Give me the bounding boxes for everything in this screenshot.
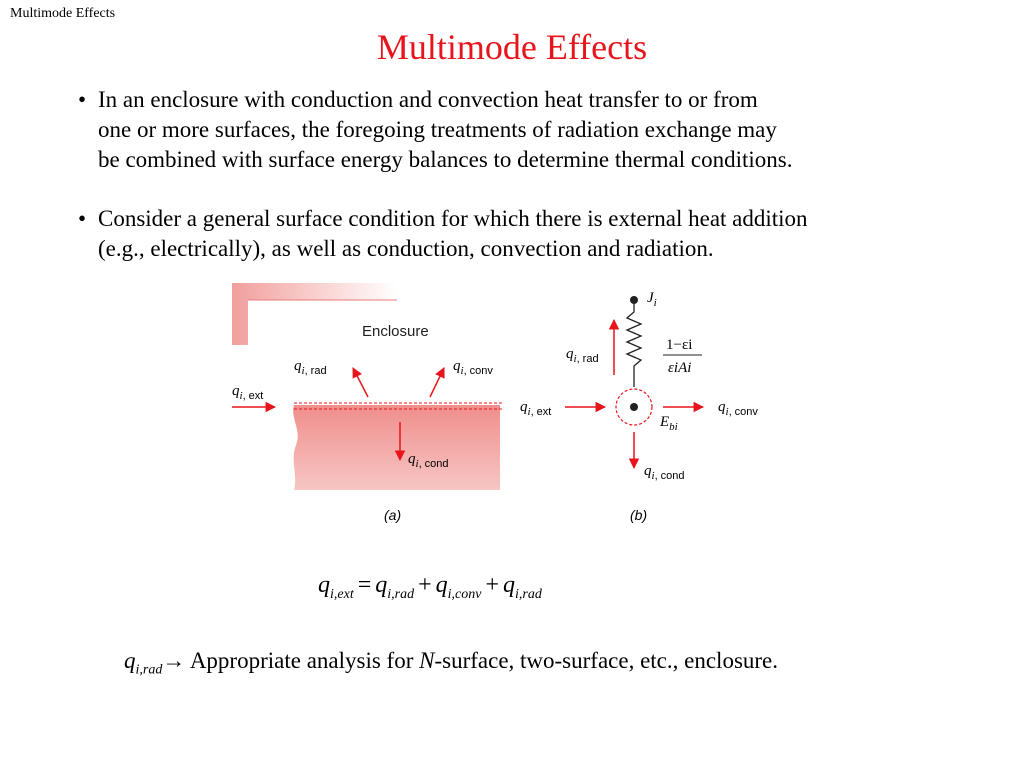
enclosure-label: Enclosure xyxy=(362,323,429,340)
surface-slab xyxy=(293,405,500,490)
arrow-q-conv-a xyxy=(429,367,445,398)
bullet-1: • In an enclosure with conduction and co… xyxy=(78,85,792,175)
panel-a: Enclosure qi, rad qi, conv qi, ext qi, c… xyxy=(232,283,502,523)
bullet-1-line-1: In an enclosure with conduction and conv… xyxy=(98,87,758,112)
slide-title: Multimode Effects xyxy=(376,27,648,67)
bullet-2-line-1: Consider a general surface condition for… xyxy=(98,206,808,231)
caption-a: (a) xyxy=(384,507,401,523)
label-q-conv-b: qi, conv xyxy=(718,399,758,418)
note-sub: i,rad xyxy=(135,662,163,678)
note-N: N xyxy=(419,648,435,673)
label-resistance-num: 1−εi xyxy=(666,337,692,353)
caption-b: (b) xyxy=(630,507,647,523)
eq-t3-sub: i,rad xyxy=(515,586,542,602)
label-J: Ji xyxy=(647,290,657,309)
analysis-note: qi,rad→ Appropriate analysis for N-surfa… xyxy=(124,648,778,679)
eq-t3-sym: q xyxy=(503,572,516,598)
enclosure-wall xyxy=(232,283,397,345)
label-q-ext-b: qi, ext xyxy=(520,399,551,418)
bullet-1-line-3: be combined with surface energy balances… xyxy=(98,147,793,172)
node-E xyxy=(630,403,638,411)
arrow-q-rad-a xyxy=(352,367,369,398)
label-q-ext-a: qi, ext xyxy=(232,383,263,402)
label-q-cond-b: qi, cond xyxy=(644,463,685,482)
note-text-after: -surface, two-surface, etc., enclosure. xyxy=(434,648,779,673)
eq-t2-sym: q xyxy=(435,572,448,598)
bullet-2: • Consider a general surface condition f… xyxy=(78,204,808,264)
eq-equals: = xyxy=(357,572,372,598)
eq-plus-1: + xyxy=(418,572,432,598)
note-arrow: → xyxy=(162,648,186,673)
panel-b: Ji 1−εi εiAi qi, rad qi, ext qi, conv Eb… xyxy=(520,290,758,523)
bullet-symbol: • xyxy=(78,87,87,112)
node-E-boundary xyxy=(615,388,653,426)
label-q-conv-a: qi, conv xyxy=(453,358,493,377)
note-text-before: Appropriate analysis for xyxy=(185,648,420,673)
eq-t1-sym: q xyxy=(375,572,388,598)
label-q-rad-b: qi, rad xyxy=(566,346,599,365)
label-E: Ebi xyxy=(659,414,678,433)
bullet-1-line-2: one or more surfaces, the foregoing trea… xyxy=(98,117,777,142)
note-sym: q xyxy=(124,648,136,673)
eq-t1-sub: i,rad xyxy=(387,586,415,602)
node-J xyxy=(630,296,638,304)
label-resistance-den: εiAi xyxy=(668,360,691,376)
bullet-2-line-2: (e.g., electrically), as well as conduct… xyxy=(98,236,714,261)
eq-lhs-sub: i,ext xyxy=(330,586,354,602)
eq-t2-sub: i,conv xyxy=(447,586,482,602)
label-q-rad-a: qi, rad xyxy=(294,358,327,377)
energy-balance-equation: qi,ext=qi,rad+qi,conv+qi,rad xyxy=(318,572,542,603)
label-q-cond-a: qi, cond xyxy=(408,451,449,470)
eq-lhs-sym: q xyxy=(318,572,330,598)
resistor xyxy=(625,304,643,387)
bullet-symbol: • xyxy=(78,206,87,231)
header-label: Multimode Effects xyxy=(10,6,116,21)
eq-plus-2: + xyxy=(485,572,500,598)
heat-transfer-figure: Enclosure qi, rad qi, conv qi, ext qi, c… xyxy=(232,283,758,523)
